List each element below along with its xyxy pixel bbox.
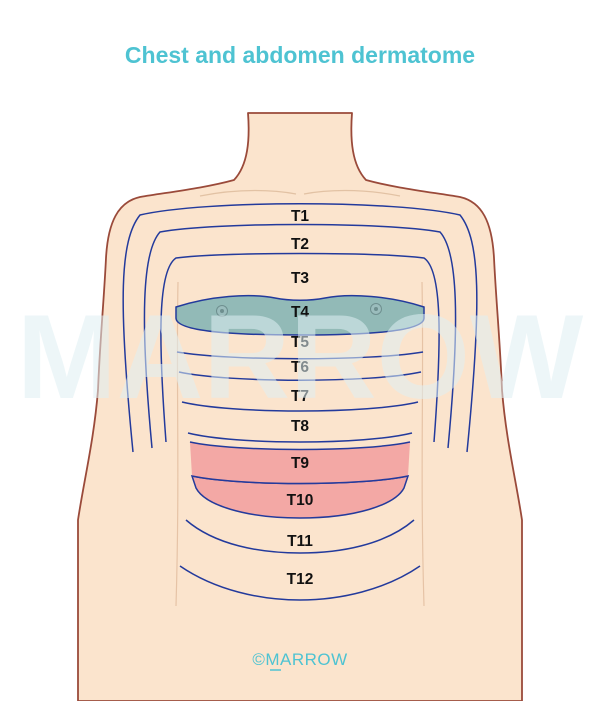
t12-upper-boundary [179, 565, 421, 601]
label-t5: T5 [291, 334, 309, 351]
brand-text: ©MARROW [252, 650, 347, 669]
brand-mark: ©MARROW [252, 650, 347, 671]
label-t8: T8 [291, 418, 309, 435]
left-clavicle [199, 189, 297, 197]
figure-title: Chest and abdomen dermatome [125, 42, 475, 68]
copyright-symbol: © [252, 650, 265, 669]
t7-lower-boundary [181, 401, 419, 412]
label-t4: T4 [291, 304, 309, 321]
t1-upper-boundary [122, 203, 478, 453]
label-t7: T7 [291, 388, 309, 405]
t9-band-highlight [190, 442, 410, 484]
torso-silhouette [77, 112, 523, 701]
t4-band-highlight [175, 294, 425, 336]
t9-upper-boundary [189, 441, 411, 451]
t3-upper-boundary [160, 252, 440, 443]
t5-lower-boundary [176, 351, 424, 360]
t8-lower-boundary [187, 432, 413, 443]
label-t11: T11 [287, 533, 313, 550]
label-t9: T9 [291, 455, 309, 472]
label-t3: T3 [291, 270, 309, 287]
right-clavicle [303, 189, 401, 197]
watermark: MARROW [17, 290, 584, 424]
t2-upper-boundary [143, 223, 457, 449]
label-t6: T6 [291, 359, 309, 376]
label-t10: T10 [287, 492, 314, 509]
t10-upper-boundary [191, 475, 409, 485]
label-t12: T12 [287, 571, 314, 588]
t11-upper-boundary [185, 519, 415, 554]
t6-lower-boundary [178, 371, 422, 381]
right-nipple [370, 303, 382, 315]
label-t2: T2 [291, 236, 309, 253]
left-nipple [216, 305, 228, 317]
label-t1: T1 [291, 208, 309, 225]
brand-name: MARROW [265, 650, 347, 669]
